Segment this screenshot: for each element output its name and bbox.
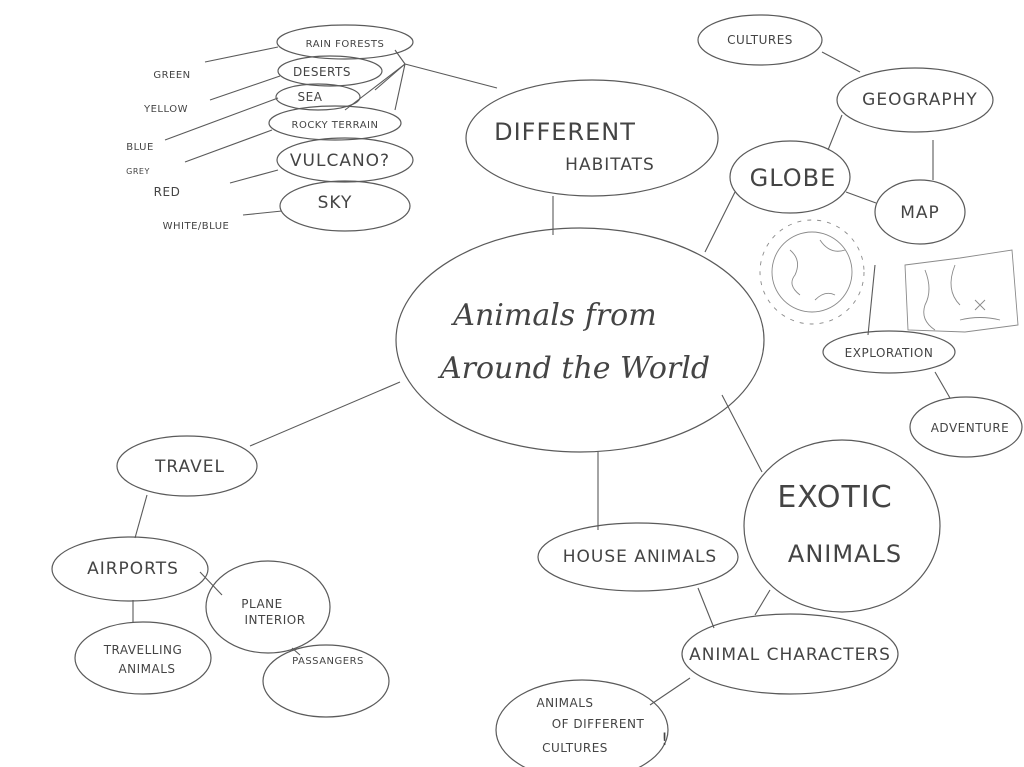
node-travelling-animals[interactable]: TRAVELLING ANIMALS [74, 621, 212, 695]
node-geography[interactable]: GEOGRAPHY [836, 67, 994, 133]
color-yellow: YELLOW [143, 104, 188, 115]
animal-characters-label: ANIMAL CHARACTERS [689, 645, 891, 665]
node-exploration[interactable]: EXPLORATION [822, 330, 956, 374]
passangers-label: PASSANGERS [292, 656, 364, 667]
node-different-habitats[interactable]: DIFFERENT HABITATS [465, 79, 719, 197]
cultures-label-line3: CULTURES [542, 741, 608, 755]
habitats-title-line2: HABITATS [565, 155, 655, 175]
travelling-label-line2: ANIMALS [118, 662, 175, 676]
node-cultures[interactable]: CULTURES [697, 14, 823, 66]
connectors [132, 46, 951, 706]
central-topic-line1: Animals from [450, 298, 656, 333]
node-animal-characters[interactable]: ANIMAL CHARACTERS [681, 613, 899, 695]
color-red: RED [154, 185, 181, 199]
house-animals-label: HOUSE ANIMALS [563, 547, 717, 567]
deserts-label: DESERTS [293, 65, 351, 79]
travel-label: TRAVEL [154, 457, 225, 477]
rain-forests-label: RAIN FORESTS [306, 39, 385, 50]
node-airports[interactable]: AIRPORTS [51, 536, 209, 602]
node-vulcano[interactable]: VULCANO? [276, 137, 414, 183]
color-green: GREEN [153, 70, 190, 81]
node-sea[interactable]: SEA [275, 83, 361, 111]
globe-label: GLOBE [750, 164, 837, 192]
adventure-label: ADVENTURE [931, 421, 1010, 435]
node-rocky-terrain[interactable]: ROCKY TERRAIN [268, 105, 402, 141]
plane-label-line1: PLANE [241, 597, 282, 611]
node-house-animals[interactable]: HOUSE ANIMALS [537, 522, 739, 592]
exploration-label: EXPLORATION [845, 346, 934, 360]
node-sky[interactable]: SKY [279, 180, 411, 232]
node-map[interactable]: MAP [874, 179, 966, 245]
habitat-colors: GREEN YELLOW BLUE GREY RED WHITE/BLUE [126, 70, 229, 232]
color-white-blue: WHITE/BLUE [163, 221, 230, 232]
cultures-label-line2: OF DIFFERENT [552, 717, 645, 731]
globe-sketch-icon [759, 219, 865, 325]
cultures-label-line1: ANIMALS [536, 696, 593, 710]
map-label: MAP [900, 203, 940, 223]
travelling-label-line1: TRAVELLING [103, 643, 183, 657]
color-blue: BLUE [126, 142, 154, 153]
habitats-title-line1: DIFFERENT [494, 118, 636, 146]
central-topic[interactable]: Animals from Around the World [395, 227, 765, 453]
map-sketch-icon [904, 249, 1019, 333]
node-animals-of-different-cultures[interactable]: ANIMALS OF DIFFERENT CULTURES ! [495, 679, 669, 767]
rocky-terrain-label: ROCKY TERRAIN [292, 120, 379, 131]
exotic-label-line2: ANIMALS [788, 540, 902, 568]
vulcano-label: VULCANO? [290, 151, 390, 171]
node-plane-interior[interactable]: PLANE INTERIOR [205, 560, 331, 654]
node-globe[interactable]: GLOBE [729, 140, 851, 214]
central-topic-line2: Around the World [437, 351, 710, 386]
node-exotic-animals[interactable]: EXOTIC ANIMALS [743, 439, 941, 613]
exotic-label-line1: EXOTIC [777, 480, 892, 515]
exclamation-mark: ! [661, 730, 669, 750]
airports-label: AIRPORTS [87, 559, 179, 579]
node-rain-forests[interactable]: RAIN FORESTS [276, 24, 414, 60]
node-deserts[interactable]: DESERTS [277, 55, 383, 87]
node-travel[interactable]: TRAVEL [116, 435, 258, 497]
node-passangers[interactable]: PASSANGERS [262, 644, 390, 718]
sea-label: SEA [298, 90, 323, 104]
color-grey: GREY [126, 167, 150, 176]
sky-label: SKY [318, 193, 353, 213]
cultures-label: CULTURES [727, 33, 793, 47]
geography-label: GEOGRAPHY [862, 90, 978, 110]
node-adventure[interactable]: ADVENTURE [909, 396, 1023, 458]
plane-label-line2: INTERIOR [244, 613, 305, 627]
